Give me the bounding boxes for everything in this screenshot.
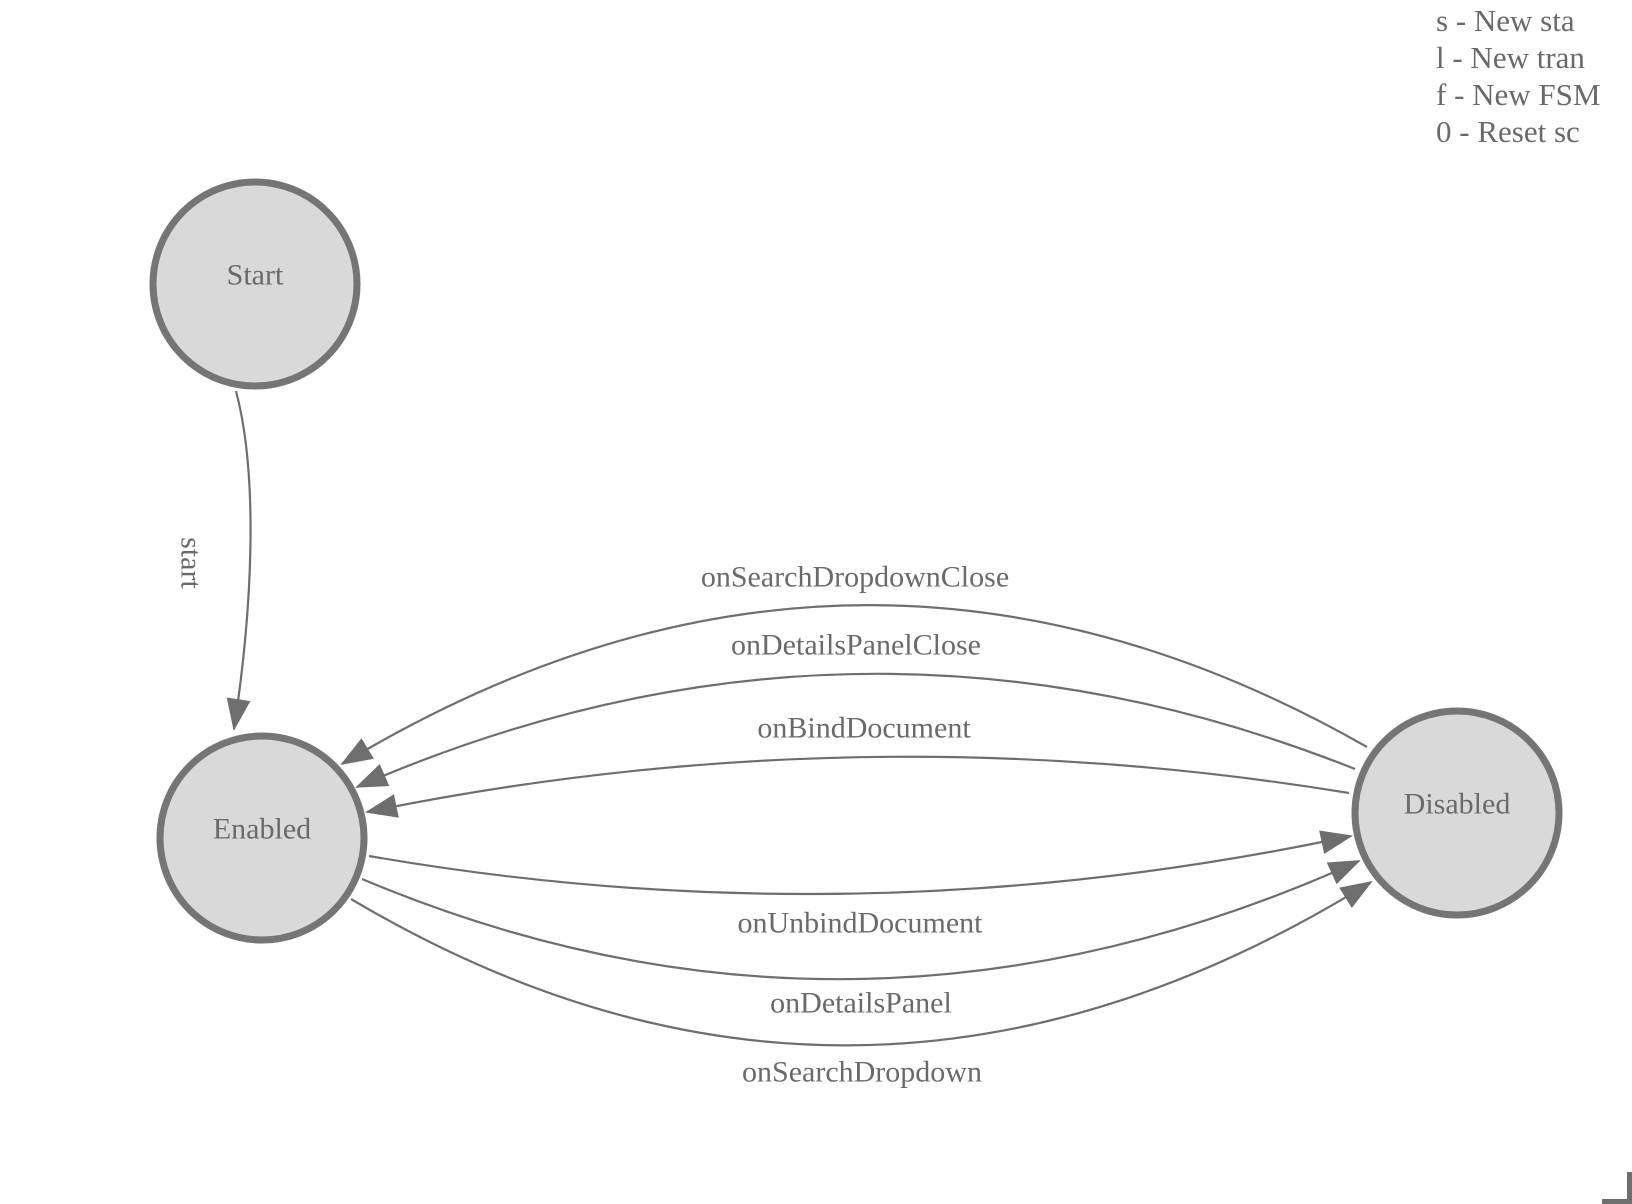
edge-ondetailspanel[interactable] — [361, 859, 1361, 981]
edge-label-onunbinddocument: onUnbindDocument — [738, 907, 984, 940]
transition-edges — [226, 390, 1373, 1047]
edge-label-onsearchdropdown: onSearchDropdown — [742, 1056, 982, 1089]
state-label-enabled: Enabled — [213, 813, 311, 846]
edge-label-onbinddocument: onBindDocument — [757, 712, 971, 745]
state-nodes: Start Enabled Disabled — [149, 178, 1563, 944]
edge-label-start: start — [175, 537, 208, 589]
legend-item-new-state: s - New sta — [1436, 3, 1575, 38]
edge-onunbinddocument[interactable] — [368, 830, 1353, 896]
edge-onsearchdropdown[interactable] — [350, 880, 1373, 1047]
state-label-disabled: Disabled — [1404, 788, 1511, 821]
state-node-start[interactable] — [149, 178, 361, 390]
edge-ondetailspanelclose[interactable] — [355, 672, 1356, 789]
legend-item-reset: 0 - Reset sc — [1436, 114, 1580, 149]
clipped-panel-corner — [1602, 1172, 1632, 1204]
legend-item-new-fsm: f - New FSM — [1436, 77, 1601, 112]
state-label-start: Start — [227, 259, 284, 292]
edge-label-ondetailspanelclose: onDetailsPanelClose — [731, 629, 981, 662]
state-node-enabled[interactable] — [156, 732, 368, 944]
shortcuts-legend: s - New sta l - New tran f - New FSM 0 -… — [1436, 2, 1600, 150]
legend-item-new-transition: l - New tran — [1436, 40, 1585, 75]
edge-onsearchdropdownclose[interactable] — [340, 604, 1368, 766]
edge-label-ondetailspanel: onDetailsPanel — [770, 987, 952, 1020]
edge-start[interactable] — [226, 390, 252, 731]
transition-labels: start onSearchDropdownClose onDetailsPan… — [175, 537, 1010, 1088]
edge-onbinddocument[interactable] — [365, 755, 1350, 818]
state-node-disabled[interactable] — [1351, 707, 1563, 919]
edge-label-onsearchdropdownclose: onSearchDropdownClose — [701, 561, 1009, 594]
